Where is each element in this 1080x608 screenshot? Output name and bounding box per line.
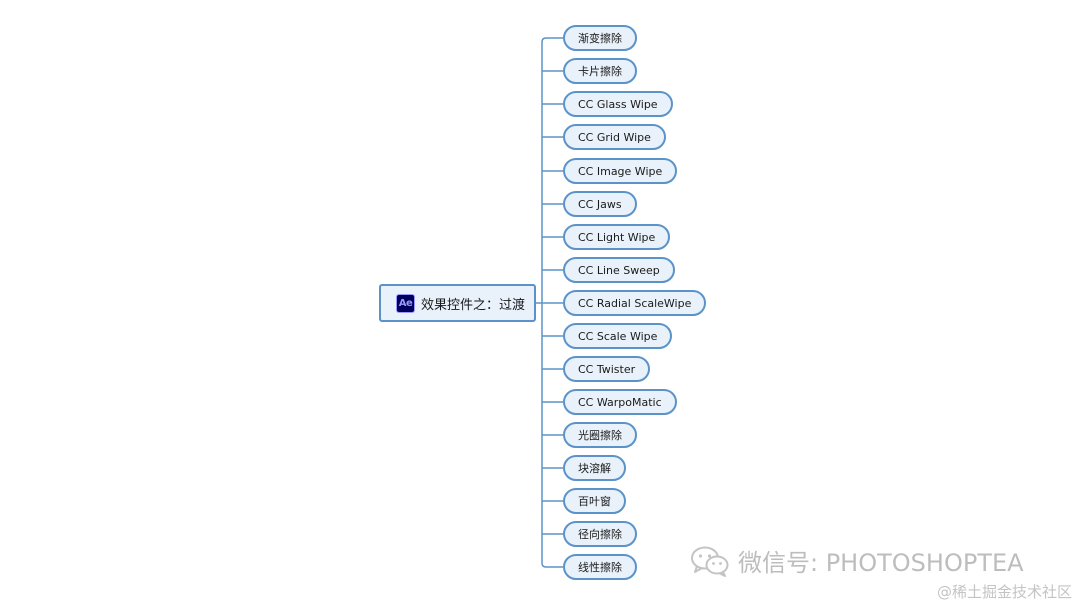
child-topic[interactable]: 百叶窗 <box>563 488 626 514</box>
child-topic[interactable]: 径向擦除 <box>563 521 637 547</box>
child-topic[interactable]: CC Scale Wipe <box>563 323 673 349</box>
child-topic[interactable]: CC Line Sweep <box>563 257 675 283</box>
child-topic[interactable]: CC Light Wipe <box>563 224 671 250</box>
child-topic[interactable]: CC WarpoMatic <box>563 389 677 415</box>
child-topic[interactable]: CC Radial ScaleWipe <box>563 290 707 316</box>
root-topic-label: 效果控件之：过渡 <box>421 297 526 313</box>
juejin-watermark: @稀土掘金技术社区 <box>936 583 1072 601</box>
child-topic[interactable]: CC Image Wipe <box>563 158 678 184</box>
child-topic[interactable]: 卡片擦除 <box>563 58 637 84</box>
child-topic[interactable]: 光圈擦除 <box>563 422 637 448</box>
child-topic[interactable]: 线性擦除 <box>563 554 637 580</box>
child-topic[interactable]: 渐变擦除 <box>563 25 637 51</box>
after-effects-icon: Ae <box>396 293 415 313</box>
wechat-id-text: 微信号: PHOTOSHOPTEA <box>738 549 1024 577</box>
child-topic[interactable]: CC Grid Wipe <box>563 124 666 150</box>
child-topic[interactable]: 块溶解 <box>563 455 626 481</box>
branch-connector <box>541 562 563 568</box>
child-topic[interactable]: CC Jaws <box>563 191 637 217</box>
wechat-icon <box>691 546 729 577</box>
branch-connector <box>541 37 563 43</box>
child-topic[interactable]: CC Glass Wipe <box>563 91 673 117</box>
child-topic[interactable]: CC Twister <box>563 356 651 382</box>
root-topic[interactable]: Ae 效果控件之：过渡 <box>379 284 536 322</box>
wechat-watermark: 微信号: PHOTOSHOPTEA <box>690 543 1024 578</box>
